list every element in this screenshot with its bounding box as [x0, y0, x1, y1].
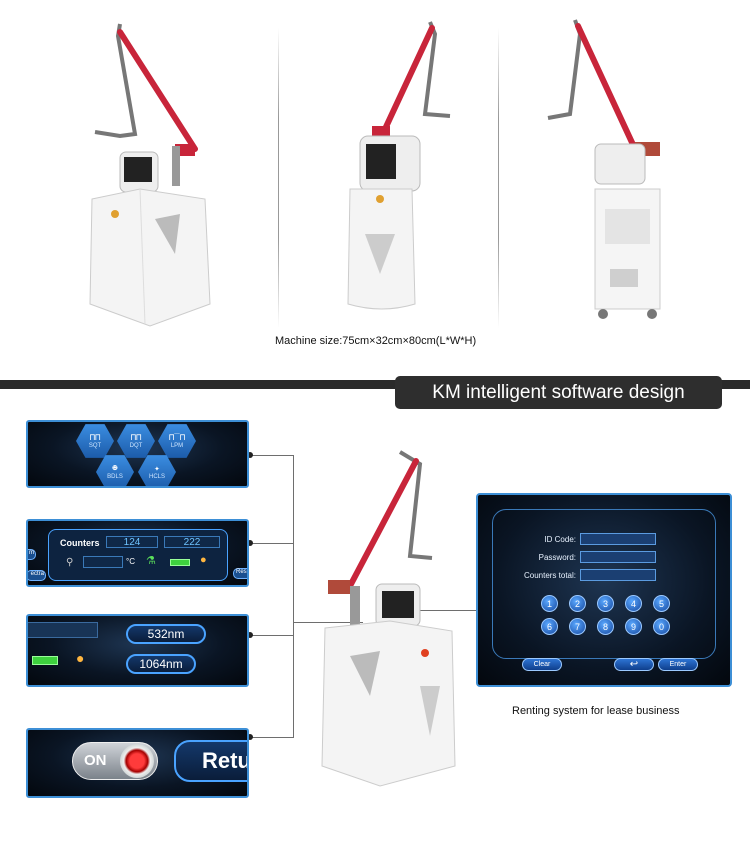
section-title: KM intelligent software design	[395, 376, 722, 409]
flask-icon: ⚗	[146, 555, 156, 567]
machine-photo-center	[320, 446, 460, 791]
connector-line	[250, 543, 293, 544]
counters-total-input[interactable]	[580, 569, 656, 581]
power-panel: ON Retu	[26, 728, 249, 798]
counters-total-label: Counters total:	[523, 571, 576, 580]
status-bar	[28, 622, 98, 638]
temperature-display	[83, 556, 123, 568]
rent-login-panel: ID Code: Password: Counters total: 1 2 3…	[476, 493, 732, 687]
mode-selection-panel: ⊓⊓ SQT ⊓⊓ DQT ⊓‾⊓ LPM ☻ BDLS ✦ HCLS	[26, 420, 249, 488]
counters-label: Counters	[60, 538, 100, 548]
counter-value-2: 222	[164, 536, 220, 548]
mode-lpm-button[interactable]: ⊓‾⊓ LPM	[158, 424, 196, 458]
keypad-key-5[interactable]: 5	[653, 595, 670, 612]
section-divider-band	[0, 380, 750, 389]
keypad-key-4[interactable]: 4	[625, 595, 642, 612]
connector-line	[293, 622, 363, 623]
battery-icon	[32, 656, 58, 665]
mode-bdls-button[interactable]: ☻ BDLS	[96, 455, 134, 486]
return-button[interactable]: Retu	[174, 740, 247, 782]
pulse-icon: ⊓⊓	[89, 433, 101, 443]
side-button-left-2[interactable]: ectra	[28, 570, 46, 581]
back-arrow-icon: ↩	[629, 659, 639, 670]
wavelength-532-button[interactable]: 532nm	[126, 624, 206, 644]
connector-dot	[247, 452, 253, 458]
toggle-knob	[120, 744, 154, 778]
connector-line	[250, 635, 293, 636]
side-button-right[interactable]: Res	[233, 568, 247, 579]
lightbulb-icon: ●	[76, 650, 85, 666]
keypad-key-1[interactable]: 1	[541, 595, 558, 612]
machine-size-caption: Machine size:75cm×32cm×80cm(L*W*H)	[275, 335, 477, 347]
pulse-icon: ⊓‾⊓	[168, 433, 186, 443]
id-code-label: ID Code:	[544, 535, 576, 544]
keypad-key-2[interactable]: 2	[569, 595, 586, 612]
battery-icon	[170, 559, 190, 566]
water-tap-icon: ⚲	[66, 557, 74, 568]
password-label: Password:	[538, 553, 576, 562]
face-icon: ☻	[112, 464, 118, 474]
mode-hcls-button[interactable]: ✦ HCLS	[138, 455, 176, 486]
machine-photo-side	[80, 14, 220, 330]
photo-divider	[278, 28, 279, 328]
password-input[interactable]	[580, 551, 656, 563]
sparkle-icon: ✦	[154, 464, 160, 474]
machine-photo-back	[540, 14, 670, 324]
lightbulb-icon: ●	[200, 554, 207, 566]
screen-frame	[492, 509, 716, 659]
back-button[interactable]: ↩	[614, 658, 654, 671]
rent-caption: Renting system for lease business	[512, 705, 680, 717]
clear-button[interactable]: Clear	[522, 658, 562, 671]
side-button-left[interactable]: m	[28, 549, 36, 560]
temperature-unit: °C	[126, 557, 135, 566]
wavelength-panel: ● 532nm 1064nm	[26, 614, 249, 687]
mode-dqt-button[interactable]: ⊓⊓ DQT	[117, 424, 155, 458]
keypad-key-8[interactable]: 8	[597, 618, 614, 635]
pulse-icon: ⊓⊓	[130, 433, 142, 443]
keypad-key-0[interactable]: 0	[653, 618, 670, 635]
machine-photo-front	[340, 14, 460, 320]
connector-dot	[247, 734, 253, 740]
id-code-input[interactable]	[580, 533, 656, 545]
connector-line	[250, 455, 293, 456]
counter-value-1: 124	[106, 536, 158, 548]
connector-line	[250, 737, 293, 738]
keypad-key-9[interactable]: 9	[625, 618, 642, 635]
connector-line	[293, 455, 294, 738]
keypad-key-3[interactable]: 3	[597, 595, 614, 612]
photo-divider	[498, 28, 499, 328]
connector-line	[410, 610, 480, 611]
mode-sqt-button[interactable]: ⊓⊓ SQT	[76, 424, 114, 458]
enter-button[interactable]: Enter	[658, 658, 698, 671]
keypad-key-6[interactable]: 6	[541, 618, 558, 635]
counters-panel: Counters 124 222 ⚲ °C ⚗ ● m ectra Res	[26, 519, 249, 587]
on-label: ON	[84, 752, 107, 769]
connector-dot	[247, 540, 253, 546]
connector-dot	[247, 632, 253, 638]
wavelength-1064-button[interactable]: 1064nm	[126, 654, 196, 674]
keypad-key-7[interactable]: 7	[569, 618, 586, 635]
